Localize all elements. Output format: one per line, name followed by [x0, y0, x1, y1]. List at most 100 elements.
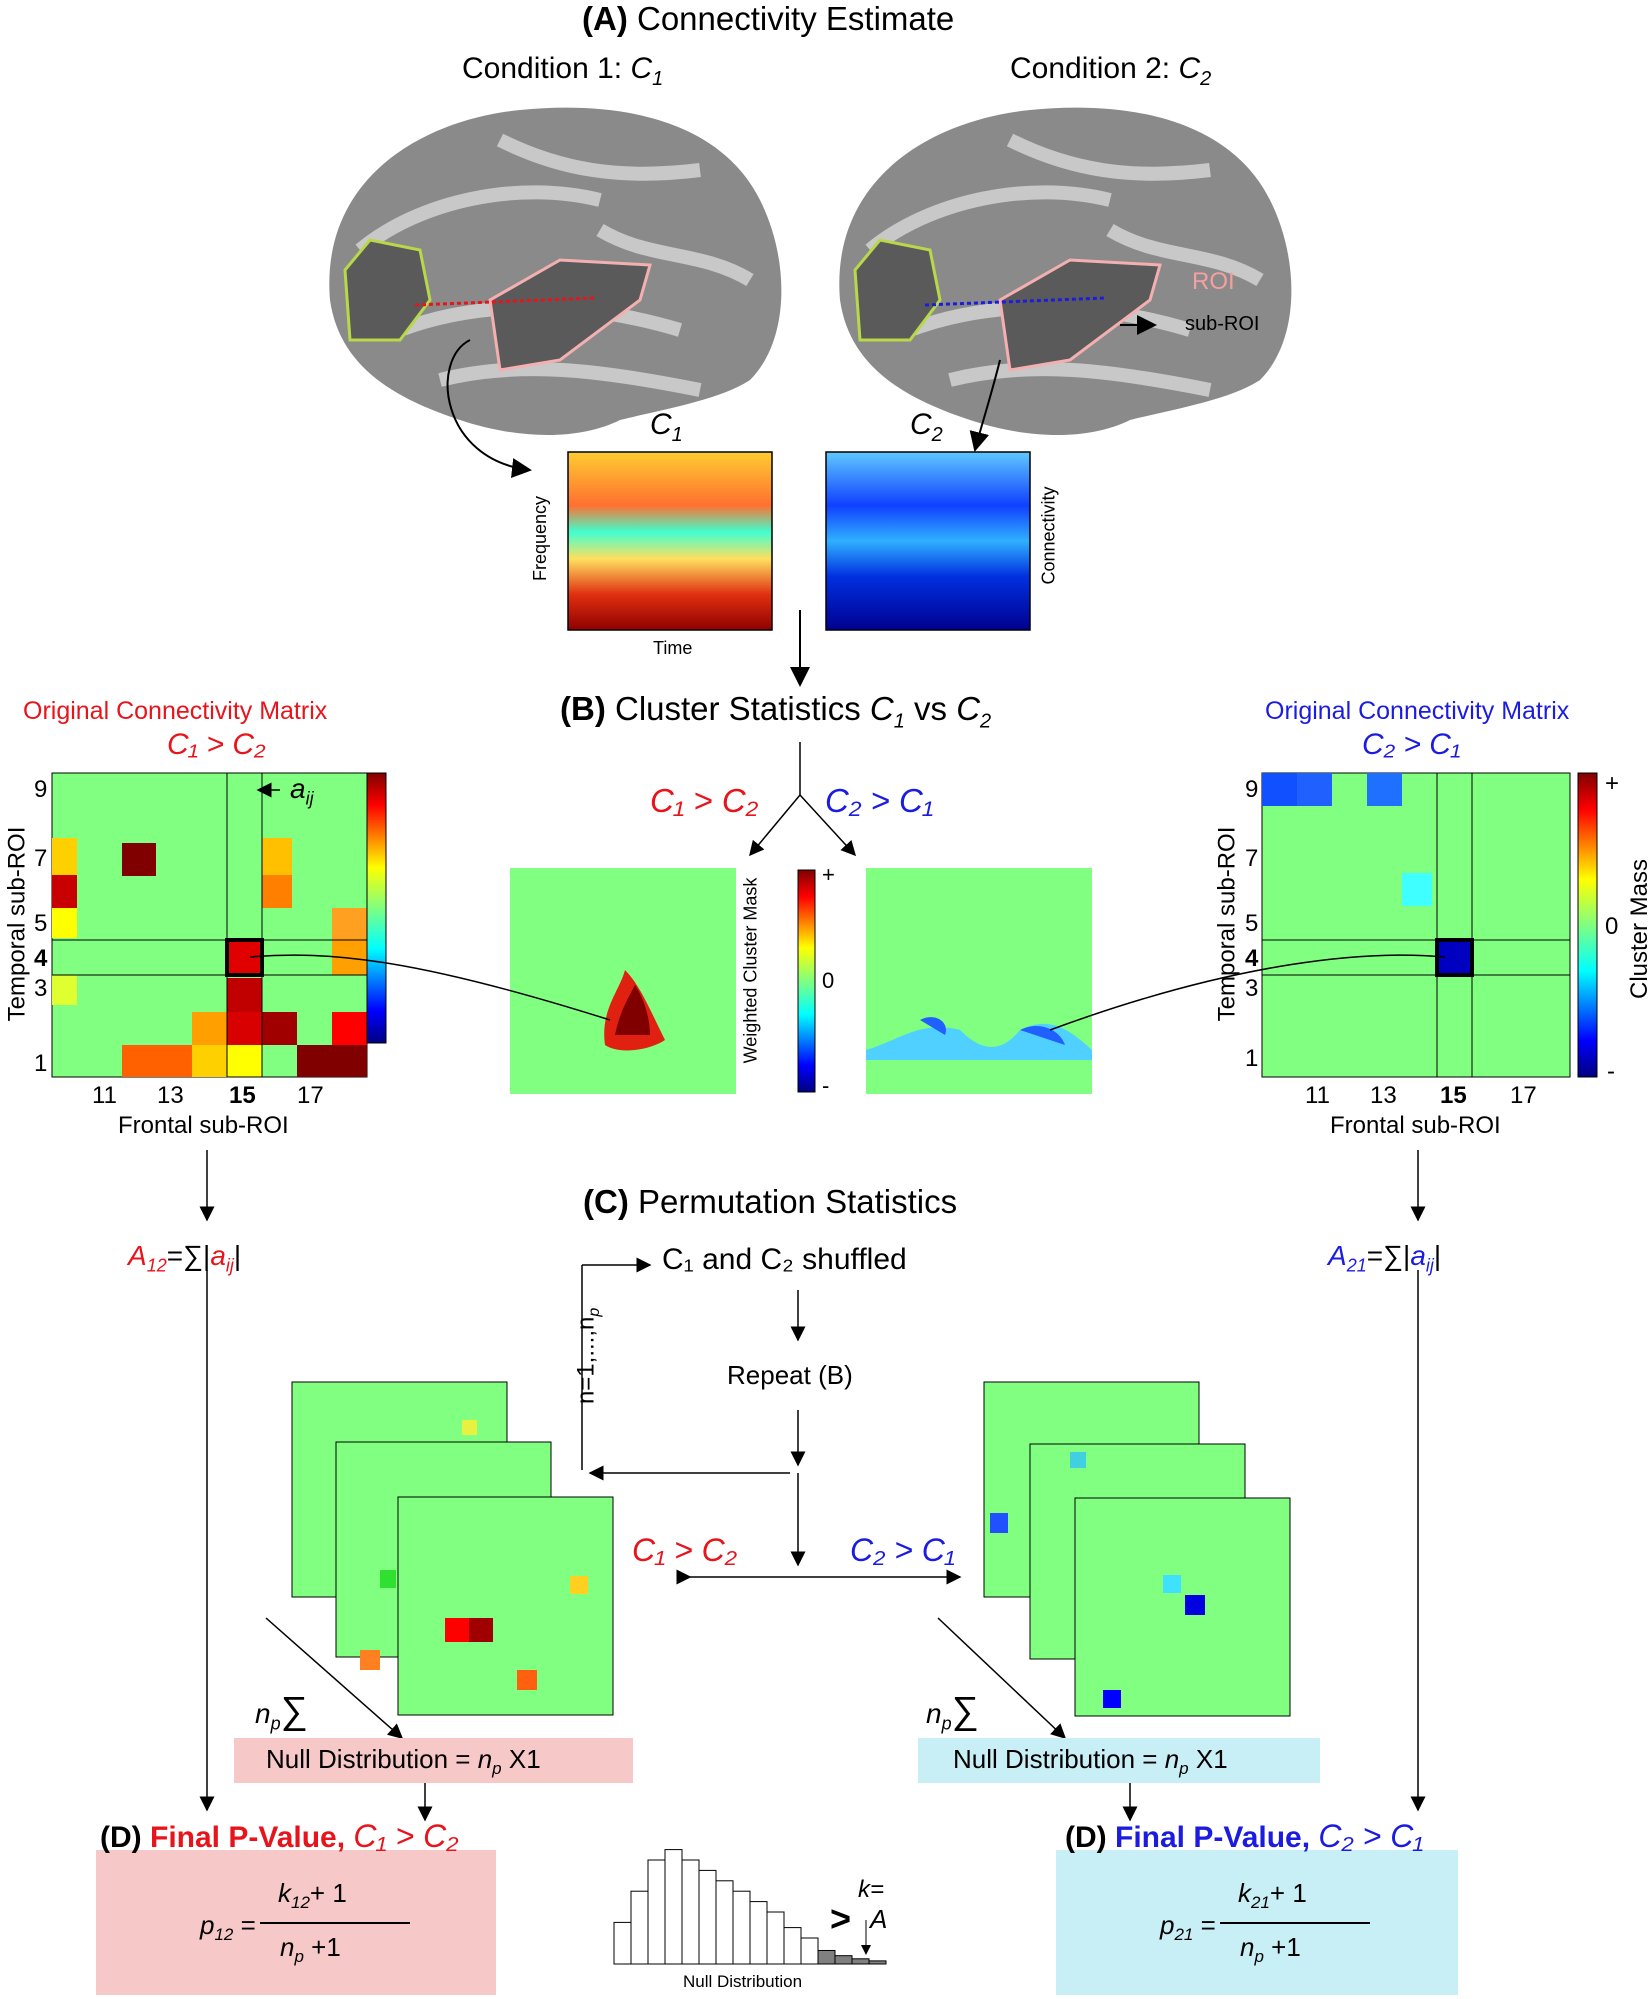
section-d-right-title: (D) Final P-Value, C₂ > C₁	[1065, 1818, 1423, 1855]
left-matrix-ylabel: Temporal sub-ROI	[3, 826, 31, 1022]
section-b-vs: vs	[904, 690, 957, 727]
right-xtick-11: 11	[1305, 1082, 1330, 1109]
np-sum-right-sigma: ∑	[951, 1690, 979, 1732]
hist-bar	[698, 1869, 717, 1965]
section-d-right-letter: (D)	[1065, 1821, 1107, 1854]
right-cbar-label: Cluster Mass	[1626, 858, 1650, 1000]
hist-bar	[800, 1937, 819, 1965]
null-right-np: n	[1164, 1744, 1180, 1774]
tf-c2-sub: 2	[931, 424, 943, 446]
p21-n: n	[1240, 1932, 1255, 1962]
right-ytick-5: 5	[1245, 910, 1259, 937]
aij-sub: ij	[305, 788, 314, 809]
condition-2-var: C	[1178, 52, 1201, 85]
tf-map-c1	[567, 451, 773, 631]
section-b-letter: (B)	[560, 690, 606, 727]
section-d-right-cmp: C₂ > C₁	[1318, 1818, 1424, 1854]
p12-den: np +1	[280, 1932, 341, 1967]
p21-formula: p21 = k21+ 1 np +1	[1160, 1870, 1390, 1980]
left-ytick-5: 5	[34, 910, 48, 937]
null-left-text: Null Distribution = np X1	[266, 1744, 541, 1779]
p12-denplus: +1	[303, 1932, 341, 1962]
left-ytick-9: 9	[34, 776, 48, 803]
p21-nsub: p	[1254, 1947, 1264, 1967]
brain-left	[329, 107, 782, 478]
section-c-title: (C) Permutation Statistics	[583, 1183, 957, 1221]
left-matrix-xlabel: Frontal sub-ROI	[118, 1112, 289, 1139]
right-xtick-15: 15	[1440, 1082, 1467, 1109]
tf-map-c2	[825, 451, 1031, 631]
a12-eq: =∑|	[166, 1240, 211, 1271]
section-b-s2: 2	[980, 710, 992, 733]
right-matrix	[1261, 772, 1571, 1078]
left-xtick-11: 11	[92, 1082, 117, 1109]
section-d-left-letter: (D)	[100, 1821, 142, 1854]
section-c-letter: (C)	[583, 1183, 629, 1220]
section-d-right-text: Final P-Value,	[1115, 1821, 1319, 1854]
p12-plus1: + 1	[309, 1878, 347, 1908]
right-cbar-zero: 0	[1605, 913, 1619, 940]
p21-lhs: p21 =	[1160, 1910, 1216, 1945]
p12-p: p	[200, 1910, 215, 1940]
p21-plus1: + 1	[1269, 1878, 1307, 1908]
perm-stack-left	[291, 1381, 614, 1716]
p21-fraction-bar	[1220, 1922, 1370, 1924]
p12-fraction-bar	[260, 1922, 410, 1924]
aij-label: aij	[290, 773, 314, 810]
p21-ksub: 21	[1251, 1893, 1270, 1913]
null-left-npsub: p	[492, 1759, 502, 1779]
hist-bar	[817, 1949, 836, 1965]
loop-text: n=1,...,n	[572, 1316, 600, 1405]
p12-nsub: p	[294, 1947, 304, 1967]
right-xtick-13: 13	[1370, 1082, 1397, 1109]
hist-bar	[783, 1927, 802, 1965]
p12-ksub: 12	[291, 1893, 310, 1913]
null-box-left	[234, 1738, 633, 1783]
condition-1-text: Condition 1:	[462, 52, 631, 85]
p12-n: n	[280, 1932, 295, 1962]
tf-xlabel: Time	[653, 638, 693, 658]
p12-num: k12+ 1	[278, 1878, 347, 1913]
p12-formula: p12 = k12+ 1 np +1	[200, 1870, 430, 1980]
null-right-label: Null Distribution =	[953, 1744, 1165, 1774]
right-matrix-grid	[1261, 772, 1571, 1078]
repeat-label: Repeat (B)	[727, 1360, 853, 1390]
a12-name: A	[128, 1240, 147, 1271]
hist-label: Null Distribution	[683, 1972, 803, 1991]
null-right-x1: X1	[1188, 1744, 1228, 1774]
np-sum-left-sub: p	[270, 1713, 281, 1734]
branch-right-label: C₂ > C₁	[825, 782, 934, 819]
section-a-title: (A) Connectivity Estimate	[582, 0, 954, 38]
condition-2-label: Condition 2: C2	[1010, 52, 1211, 91]
a12-close: |	[233, 1240, 242, 1271]
right-ytick-7: 7	[1245, 845, 1259, 872]
p21-k: k	[1238, 1878, 1251, 1908]
section-a-text: Connectivity Estimate	[636, 0, 955, 37]
a12-a: a	[210, 1240, 226, 1271]
null-left-label: Null Distribution =	[266, 1744, 478, 1774]
right-xtick-17: 17	[1510, 1082, 1537, 1109]
tf-c2-title: C2	[910, 408, 943, 447]
null-left-np: n	[477, 1744, 493, 1774]
mask-cbar-label: Weighted Cluster Mask	[740, 877, 761, 1064]
aij-a: a	[290, 773, 306, 804]
a21-sub: 21	[1346, 1255, 1367, 1276]
left-ytick-3: 3	[34, 975, 48, 1002]
np-sum-left-sigma: ∑	[280, 1690, 308, 1732]
mask-colorbar	[797, 869, 816, 1093]
a21-formula: A21=∑|aij|	[1328, 1240, 1441, 1277]
section-b-s1: 1	[893, 710, 905, 733]
section-b-c1: C	[869, 690, 894, 727]
left-xtick-13: 13	[157, 1082, 184, 1109]
subroi-label: sub-ROI	[1185, 313, 1260, 335]
hist-bar	[851, 1958, 870, 1965]
hist-bar	[630, 1890, 649, 1965]
section-a-letter: (A)	[582, 0, 628, 37]
condition-1-sub: 1	[652, 68, 664, 90]
section-d-left-cmp: C₁ > C₂	[353, 1818, 459, 1854]
hist-bar	[664, 1849, 683, 1965]
p21-psub: 21	[1174, 1925, 1194, 1945]
left-ytick-1: 1	[34, 1050, 48, 1077]
condition-2-sub: 2	[1200, 68, 1212, 90]
